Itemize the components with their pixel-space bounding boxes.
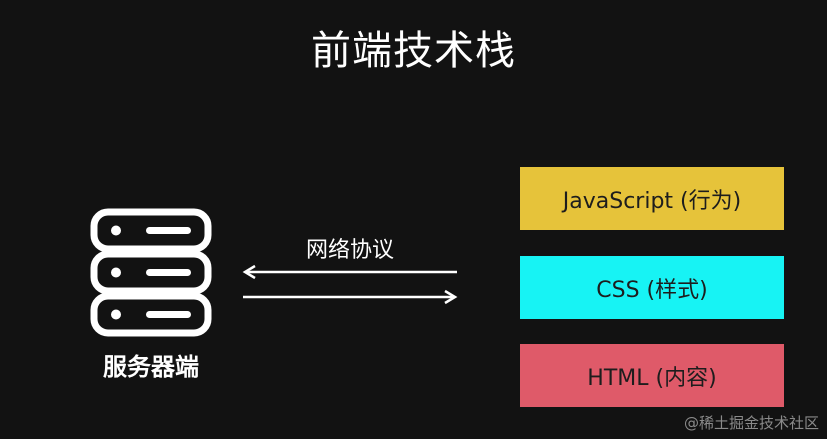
protocol-arrows: [242, 264, 458, 305]
diagram-title: 前端技术栈: [311, 28, 516, 74]
layer-css: CSS (样式): [520, 256, 784, 319]
protocol-label: 网络协议: [305, 238, 394, 263]
watermark: @稀土掘金技术社区: [683, 414, 819, 432]
layer-html: HTML (内容): [520, 344, 784, 407]
server-icon: [90, 208, 212, 337]
server-label: 服务器端: [103, 353, 199, 381]
layer-javascript: JavaScript (行为): [520, 167, 784, 230]
arrow-right-icon: [243, 289, 458, 305]
arrow-left-icon: [242, 264, 457, 280]
